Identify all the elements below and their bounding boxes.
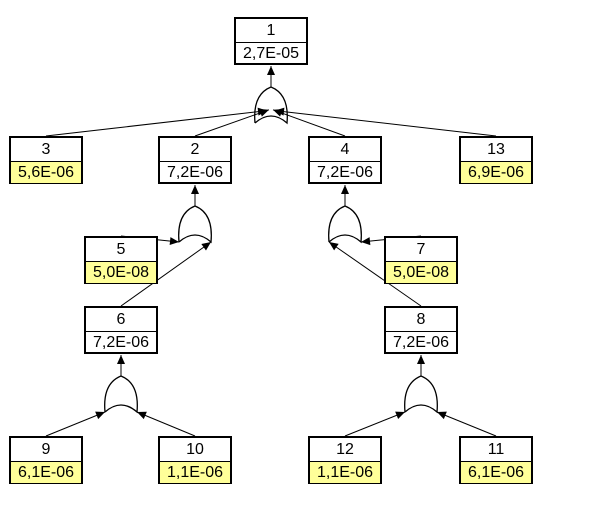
node-id: 10 <box>160 438 230 462</box>
node-6[interactable]: 6 7,2E-06 <box>84 306 158 354</box>
connector-n11-to-n8 <box>436 411 497 437</box>
node-5[interactable]: 5 5,0E-08 <box>84 236 158 284</box>
node-id: 8 <box>386 308 456 332</box>
connector-n9-to-n6 <box>45 411 106 437</box>
node-2[interactable]: 2 7,2E-06 <box>158 136 232 184</box>
connector-n6-to-n2 <box>120 241 212 307</box>
node-value: 7,2E-06 <box>92 334 150 351</box>
node-11[interactable]: 11 6,1E-06 <box>459 436 533 484</box>
node-9[interactable]: 9 6,1E-06 <box>9 436 83 484</box>
arrow-to-n1 <box>267 66 275 75</box>
node-value: 7,2E-06 <box>392 334 450 351</box>
node-id: 3 <box>11 138 81 162</box>
or-gate-n2 <box>178 205 212 244</box>
node-4[interactable]: 4 7,2E-06 <box>308 136 382 184</box>
node-7[interactable]: 7 5,0E-08 <box>384 236 458 284</box>
connector-n10-to-n6 <box>136 411 196 437</box>
node-id: 7 <box>386 238 456 262</box>
node-value: 6,1E-06 <box>11 462 81 483</box>
node-10[interactable]: 10 1,1E-06 <box>158 436 232 484</box>
node-8[interactable]: 8 7,2E-06 <box>384 306 458 354</box>
node-value: 1,1E-06 <box>310 462 380 483</box>
arrow-to-n8 <box>417 355 425 364</box>
or-gate-n6 <box>104 375 138 414</box>
arrow-to-n4 <box>341 185 349 194</box>
node-3[interactable]: 3 5,6E-06 <box>9 136 83 184</box>
connector-n4-to-n1 <box>272 109 346 137</box>
arrow-from-n12 <box>395 411 405 420</box>
node-id: 5 <box>86 238 156 262</box>
node-value: 5,0E-08 <box>386 262 456 283</box>
node-id: 9 <box>11 438 81 462</box>
arrow-from-n2 <box>259 109 269 117</box>
node-id: 6 <box>86 308 156 332</box>
or-gate-n1 <box>254 86 288 125</box>
arrow-from-n10 <box>137 411 147 420</box>
arrow-from-n13 <box>275 107 285 116</box>
connector-n8-to-n4 <box>328 241 422 307</box>
arrow-from-n7 <box>361 237 371 246</box>
arrow-from-n6 <box>201 242 211 251</box>
node-13[interactable]: 13 6,9E-06 <box>459 136 533 184</box>
arrow-from-n5 <box>169 237 179 246</box>
node-id: 12 <box>310 438 380 462</box>
arrow-to-n6 <box>117 355 125 364</box>
arrow-from-n9 <box>95 411 105 420</box>
connector-n13-to-n1 <box>274 110 497 137</box>
node-value: 6,1E-06 <box>461 462 531 483</box>
node-id: 11 <box>461 438 531 462</box>
node-value: 2,7E-05 <box>242 45 300 62</box>
node-12[interactable]: 12 1,1E-06 <box>308 436 382 484</box>
node-id: 13 <box>461 138 531 162</box>
node-1[interactable]: 1 2,7E-05 <box>234 17 308 65</box>
or-gate-n8 <box>404 375 438 414</box>
arrow-from-n8 <box>329 242 339 251</box>
or-gate-n4 <box>328 205 362 244</box>
arrow-from-n11 <box>437 411 447 420</box>
node-value: 5,0E-08 <box>86 262 156 283</box>
node-value: 1,1E-06 <box>160 462 230 483</box>
node-id: 4 <box>310 138 380 162</box>
arrow-to-n2 <box>191 185 199 194</box>
node-value: 5,6E-06 <box>11 162 81 183</box>
node-id: 2 <box>160 138 230 162</box>
node-value: 7,2E-06 <box>316 164 374 181</box>
connector-n12-to-n8 <box>344 411 406 437</box>
connector-n2-to-n1 <box>194 109 270 137</box>
connector-n3-to-n1 <box>45 110 268 137</box>
node-value: 7,2E-06 <box>166 164 224 181</box>
node-value: 6,9E-06 <box>461 162 531 183</box>
node-id: 1 <box>236 19 306 43</box>
